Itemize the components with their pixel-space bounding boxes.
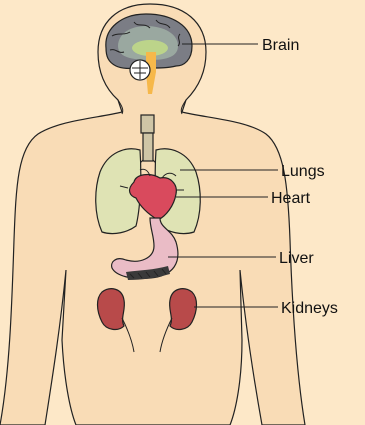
kidneys-label: Kidneys <box>281 300 338 317</box>
trachea-mid <box>143 133 153 161</box>
lungs-label: Lungs <box>281 163 325 180</box>
trachea-top <box>141 115 154 133</box>
heart-label: Heart <box>271 190 311 207</box>
brain-label: Brain <box>262 37 299 54</box>
liver-label: Liver <box>279 250 314 267</box>
